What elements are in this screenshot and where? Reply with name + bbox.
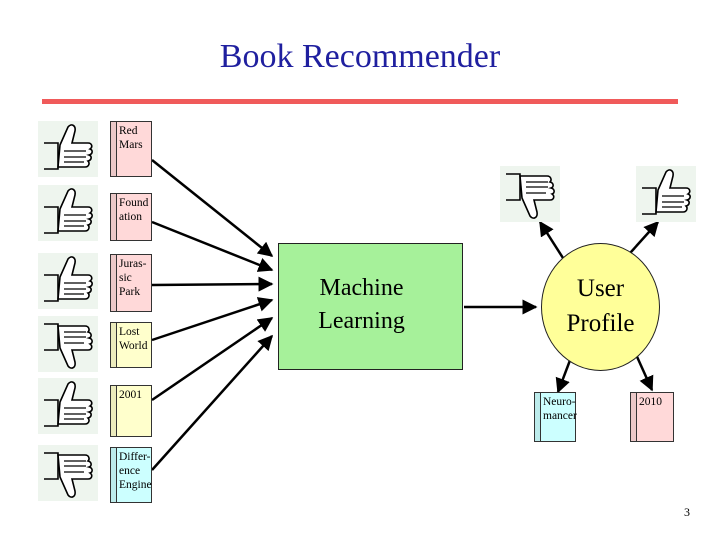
- rating-icon: [38, 121, 98, 177]
- rating-icon: [38, 445, 98, 501]
- arrow-jurassic-park: [151, 276, 274, 292]
- book-card: Lost World: [110, 322, 152, 368]
- machine-learning-box: Machine Learning: [278, 243, 463, 370]
- book-card: Found ation: [110, 193, 152, 241]
- book-card: Neuro- mancer: [534, 392, 577, 442]
- thumbs-up-icon: [43, 381, 93, 427]
- page-number: 3: [684, 505, 690, 519]
- arrow-difference-engine: [151, 334, 274, 471]
- rating-icon: [636, 166, 696, 222]
- arrow-lost-world: [151, 297, 274, 342]
- rating-icon: [38, 253, 98, 309]
- book-card: Juras- sic Park: [110, 254, 152, 312]
- thumbs-up-icon: [43, 124, 93, 170]
- rating-icon: [38, 316, 98, 372]
- book-card: Differ- ence Engine: [110, 447, 152, 503]
- thumbs-down-icon: [505, 173, 555, 219]
- thumbs-down-icon: [43, 323, 93, 369]
- thumbs-up-icon: [43, 188, 93, 234]
- rating-icon: [500, 166, 560, 222]
- thumbs-up-icon: [641, 169, 691, 215]
- arrow-red-mars: [151, 159, 274, 257]
- page-title: Book Recommender: [219, 38, 501, 75]
- user-profile-label: User Profile: [566, 275, 635, 337]
- arrow-foundation: [151, 220, 274, 272]
- title-underline: [42, 99, 678, 104]
- machine-learning-label: Machine Learning: [318, 275, 405, 334]
- rating-icon: [38, 185, 98, 241]
- rating-icon: [38, 378, 98, 434]
- book-card: Red Mars: [110, 121, 152, 177]
- thumbs-up-icon: [43, 256, 93, 302]
- book-card: 2001: [110, 385, 152, 437]
- thumbs-down-icon: [43, 452, 93, 498]
- book-card: 2010: [630, 392, 674, 442]
- arrow-2001: [151, 316, 274, 402]
- arrow-profile-to-thumb-left: [538, 220, 565, 259]
- user-profile-ellipse: User Profile: [541, 243, 660, 371]
